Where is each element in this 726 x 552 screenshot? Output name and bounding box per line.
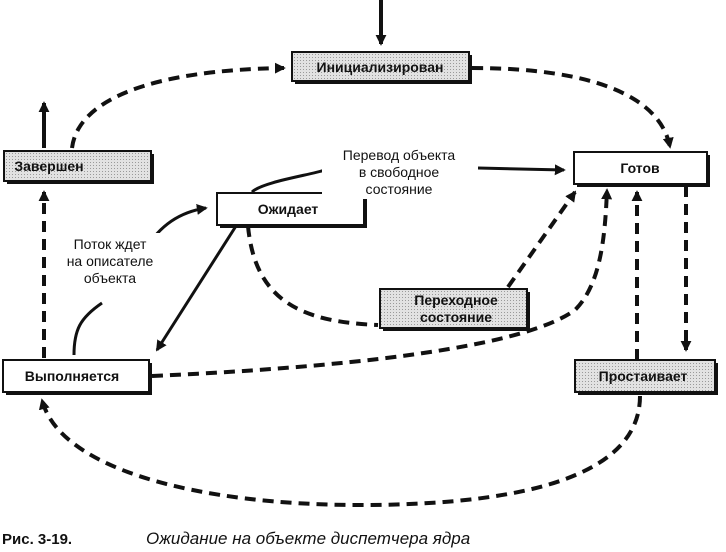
arrow-running-to-ready [151,188,613,378]
caption-text: Ожидание на объекте диспетчера ядра [146,529,470,548]
state-standby-label: Простаивает [599,368,688,384]
state-waiting: Ожидает [216,192,367,228]
arrow-running-to-waiting [72,301,103,356]
arrow-initialized-to-ready [471,66,674,149]
note-wait-line1: Поток ждет [74,236,147,252]
state-running: Выполняется [2,359,152,395]
state-transition: Переходное состояние [379,288,530,331]
state-ready-label: Готов [620,160,660,176]
arrow-waiting-to-ready [250,168,326,194]
state-standby: Простаивает [574,359,718,395]
state-ready: Готов [573,151,710,187]
arrow-terminated-to-initialized [70,62,286,149]
arrow-signal-to-ready [477,164,566,176]
state-waiting-label: Ожидает [258,201,319,217]
state-transition-label-line2: состояние [420,309,492,325]
state-transition-label-line1: Переходное [414,292,498,308]
note-wait-line3: объекта [84,270,136,286]
state-initialized: Инициализирован [291,51,472,84]
state-terminated-label: Завершен [14,158,83,174]
figure-caption: Рис. 3-19. Ожидание на объекте диспетчер… [2,529,470,548]
note-signal: Перевод объекта в свободное состояние [322,143,478,199]
note-wait: Поток ждет на описателе объекта [56,233,164,291]
note-wait-line2: на описателе [67,253,154,269]
caption-number: Рис. 3-19. [2,531,72,548]
state-terminated: Завершен [3,150,154,184]
note-signal-line3: состояние [366,181,433,197]
arrow-waiting-to-running [155,225,238,352]
arrow-standby-to-running [38,395,642,508]
state-running-label: Выполняется [25,368,119,384]
arrow-transition-to-ready [506,190,577,289]
note-signal-line1: Перевод объекта [343,147,456,163]
arrow-waiting-to-transition [246,225,379,327]
state-initialized-label: Инициализирован [317,59,444,75]
note-signal-line2: в свободное [359,164,440,180]
